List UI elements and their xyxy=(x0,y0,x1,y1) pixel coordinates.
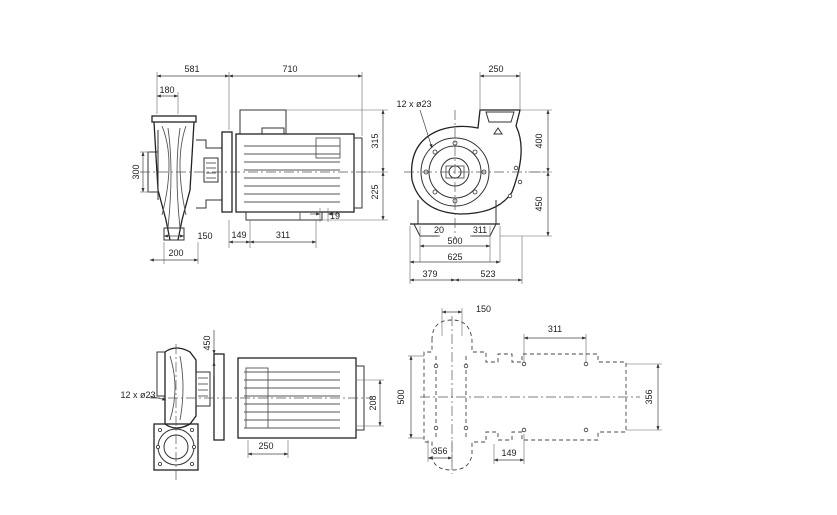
dim-19: 19 xyxy=(330,211,340,221)
dim-225: 225 xyxy=(370,184,380,199)
dim-200: 200 xyxy=(168,248,183,258)
bolt-holes-label-top: 12 x ø23 xyxy=(120,390,155,400)
dim-150: 150 xyxy=(197,231,212,241)
dim-450-top: 450 xyxy=(202,335,212,350)
dim-300: 300 xyxy=(131,164,141,179)
dim-250-top: 250 xyxy=(258,441,273,451)
motor xyxy=(235,109,363,221)
pump-casing xyxy=(147,115,197,241)
dim-149-base: 149 xyxy=(501,448,516,458)
dim-20: 20 xyxy=(434,225,444,235)
volute-side xyxy=(410,109,523,237)
dim-581: 581 xyxy=(184,64,199,74)
dim-625: 625 xyxy=(447,252,462,262)
dim-150-base: 150 xyxy=(476,304,491,314)
dim-450: 450 xyxy=(534,196,544,211)
top-view: 450 12 x ø23 208 250 xyxy=(120,330,384,480)
dim-311-base: 311 xyxy=(548,324,562,334)
front-view: 581 710 180 300 315 225 19 150 200 149 3… xyxy=(131,64,388,264)
dim-500-base: 500 xyxy=(396,389,406,404)
base-plan: 150 311 500 356 356 149 xyxy=(396,304,662,474)
dim-356-right: 356 xyxy=(644,389,654,404)
dim-311: 311 xyxy=(276,230,290,240)
dim-208: 208 xyxy=(368,395,378,410)
dim-710: 710 xyxy=(282,64,297,74)
dim-379: 379 xyxy=(422,269,437,279)
dim-180: 180 xyxy=(159,85,174,95)
base-outline xyxy=(423,319,627,471)
dim-500: 500 xyxy=(447,236,462,246)
dim-523: 523 xyxy=(480,269,495,279)
dim-311-side: 311 xyxy=(473,225,487,235)
dim-400: 400 xyxy=(534,133,544,148)
dim-149: 149 xyxy=(231,230,246,240)
dim-250: 250 xyxy=(488,64,503,74)
side-view: 250 12 x ø23 400 450 20 311 500 625 379 … xyxy=(396,64,552,284)
dim-356-bottom: 356 xyxy=(432,446,447,456)
bolt-holes-label: 12 x ø23 xyxy=(396,99,431,109)
dim-315: 315 xyxy=(370,133,380,148)
motor-top xyxy=(237,357,365,439)
pump-top xyxy=(153,347,225,471)
